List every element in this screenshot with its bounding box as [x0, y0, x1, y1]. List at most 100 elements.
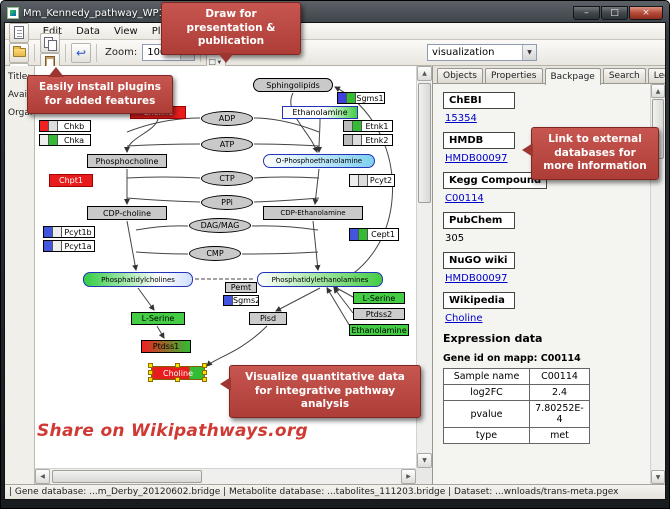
node-label: Phosphatidylcholines [101, 275, 175, 284]
horizontal-scroll-thumb[interactable] [52, 470, 202, 483]
node-label: Pemt [230, 283, 252, 292]
node-adp[interactable]: ADP [201, 111, 253, 126]
table-cell: pvalue [443, 400, 530, 428]
undo-button[interactable]: ↩ [71, 42, 91, 63]
open-file-button[interactable] [9, 42, 29, 63]
node-dag-mag[interactable]: DAG/MAG [189, 218, 251, 233]
node-ethanolamine[interactable]: Ethanolamine [349, 324, 409, 336]
selection-handle[interactable] [202, 363, 207, 368]
external-link-kegg-compound[interactable]: C00114 [445, 193, 484, 204]
node-sgms1[interactable]: Sgms1 [337, 92, 385, 104]
node-phosphatidylethanolamines[interactable]: Phosphatidylethanolamines [257, 272, 383, 287]
info-label-title: Title: [8, 72, 31, 82]
window-buttons: – □ × [572, 6, 663, 20]
node-cdp-choline[interactable]: CDP-choline [87, 206, 167, 220]
node-pemt[interactable]: Pemt [225, 282, 257, 293]
callout-link: Link to external databases for more info… [522, 127, 659, 180]
node-l-serine[interactable]: L-Serine [131, 312, 185, 325]
selection-handle[interactable] [148, 370, 153, 375]
expression-swatch [353, 121, 362, 131]
external-link-nugo-wiki[interactable]: HMDB00097 [445, 273, 508, 284]
node-cdp-ethanolamine[interactable]: CDP-Ethanolamine [263, 206, 363, 220]
node-chka[interactable]: Chka [39, 134, 91, 146]
menu-edit[interactable]: Edit [42, 25, 63, 37]
node-cept1[interactable]: Cept1 [349, 228, 399, 241]
chevron-down-icon[interactable]: ▼ [522, 45, 536, 60]
node-etnk1[interactable]: Etnk1 [343, 120, 393, 132]
node-phosphocholine[interactable]: Phosphocholine [87, 154, 167, 168]
node-label: DAG/MAG [200, 221, 240, 230]
node-ptdss2[interactable]: Ptdss2 [353, 308, 405, 320]
external-link-hmdb[interactable]: HMDB00097 [445, 153, 508, 164]
external-link-wikipedia[interactable]: Choline [445, 313, 483, 324]
node-pisd[interactable]: Pisd [249, 312, 287, 325]
copy-button[interactable] [40, 32, 60, 53]
copy-icon [44, 36, 57, 51]
node-chpt1[interactable]: Chpt1 [49, 174, 93, 187]
scrollbar-corner [416, 468, 432, 484]
node-label: CTP [219, 174, 235, 183]
node-ppi[interactable]: PPi [201, 195, 253, 210]
node-atp[interactable]: ATP [201, 137, 253, 152]
tab-legend[interactable]: Legend [647, 68, 665, 83]
scroll-down-button[interactable]: ▼ [651, 470, 665, 484]
selection-handle[interactable] [148, 377, 153, 382]
scroll-down-button[interactable]: ▼ [417, 453, 432, 468]
tab-backpage[interactable]: Backpage [544, 68, 601, 85]
node-ctp[interactable]: CTP [201, 171, 253, 186]
minimize-button[interactable]: – [573, 6, 600, 20]
node-etnk2[interactable]: Etnk2 [343, 134, 393, 146]
callout-draw: Draw for presentation & publication [161, 2, 301, 63]
scroll-up-button[interactable]: ▲ [417, 66, 432, 81]
node-o-phosphoethanolamine[interactable]: O-Phosphoethanolamine [263, 154, 375, 168]
scroll-left-button[interactable]: ◀ [35, 469, 50, 484]
node-ethanolamine[interactable]: Ethanolamine [282, 106, 358, 119]
scroll-up-button[interactable]: ▲ [651, 84, 665, 98]
database-value-kegg-compound: C00114 [445, 193, 643, 204]
node-label: Sgms1 [356, 93, 384, 103]
new-file-button[interactable] [9, 23, 29, 43]
menu-view[interactable]: View [114, 25, 138, 37]
menu-data[interactable]: Data [76, 25, 100, 37]
external-link-chebi[interactable]: 15354 [445, 113, 477, 124]
close-button[interactable]: × [629, 6, 663, 20]
visualization-combobox[interactable]: visualization ▼ [427, 44, 537, 61]
selection-handle[interactable] [175, 377, 180, 382]
tab-search[interactable]: Search [602, 68, 646, 83]
node-cmp[interactable]: CMP [189, 246, 241, 261]
title-bar[interactable]: Mm_Kennedy_pathway_WP1771_45176.gpml – □… [4, 4, 666, 22]
selection-handle[interactable] [202, 377, 207, 382]
database-header-wikipedia: Wikipedia [443, 292, 515, 309]
node-label: Pcyt2 [369, 176, 393, 185]
expression-swatch [40, 135, 49, 145]
selection-handle[interactable] [175, 363, 180, 368]
share-banner: Share on Wikipathways.org [37, 421, 308, 441]
tab-properties[interactable]: Properties [485, 68, 543, 83]
node-pcyt2[interactable]: Pcyt2 [349, 174, 395, 187]
node-pcyt1b[interactable]: Pcyt1b [43, 226, 95, 238]
node-ptdss1[interactable]: Ptdss1 [141, 340, 191, 353]
selection-handle[interactable] [202, 370, 207, 375]
doc-icon [14, 26, 24, 39]
node-phosphatidylcholines[interactable]: Phosphatidylcholines [83, 272, 193, 287]
selection-handle[interactable] [148, 363, 153, 368]
callout-link-text: Link to external databases for more info… [543, 133, 647, 173]
horizontal-scrollbar[interactable]: ◀ ▶ [35, 468, 416, 484]
scroll-right-button[interactable]: ▶ [401, 469, 416, 484]
expression-swatch [350, 229, 359, 240]
maximize-button[interactable]: □ [601, 6, 628, 20]
node-chkb[interactable]: Chkb [39, 120, 91, 132]
node-pcyt1a[interactable]: Pcyt1a [43, 240, 95, 252]
tab-objects[interactable]: Objects [437, 68, 484, 83]
rect-tool-icon: □ [209, 57, 216, 68]
node-sphingolipids[interactable]: Sphingolipids [253, 78, 333, 92]
node-l-serine[interactable]: L-Serine [353, 292, 405, 304]
expression-swatch [344, 135, 353, 145]
vertical-scroll-thumb[interactable] [418, 83, 431, 203]
node-sgms2[interactable]: Sgms2 [223, 295, 259, 306]
pathway-canvas[interactable]: SphingolipidsSgms1CholineChkbChkaEthanol… [35, 66, 416, 468]
